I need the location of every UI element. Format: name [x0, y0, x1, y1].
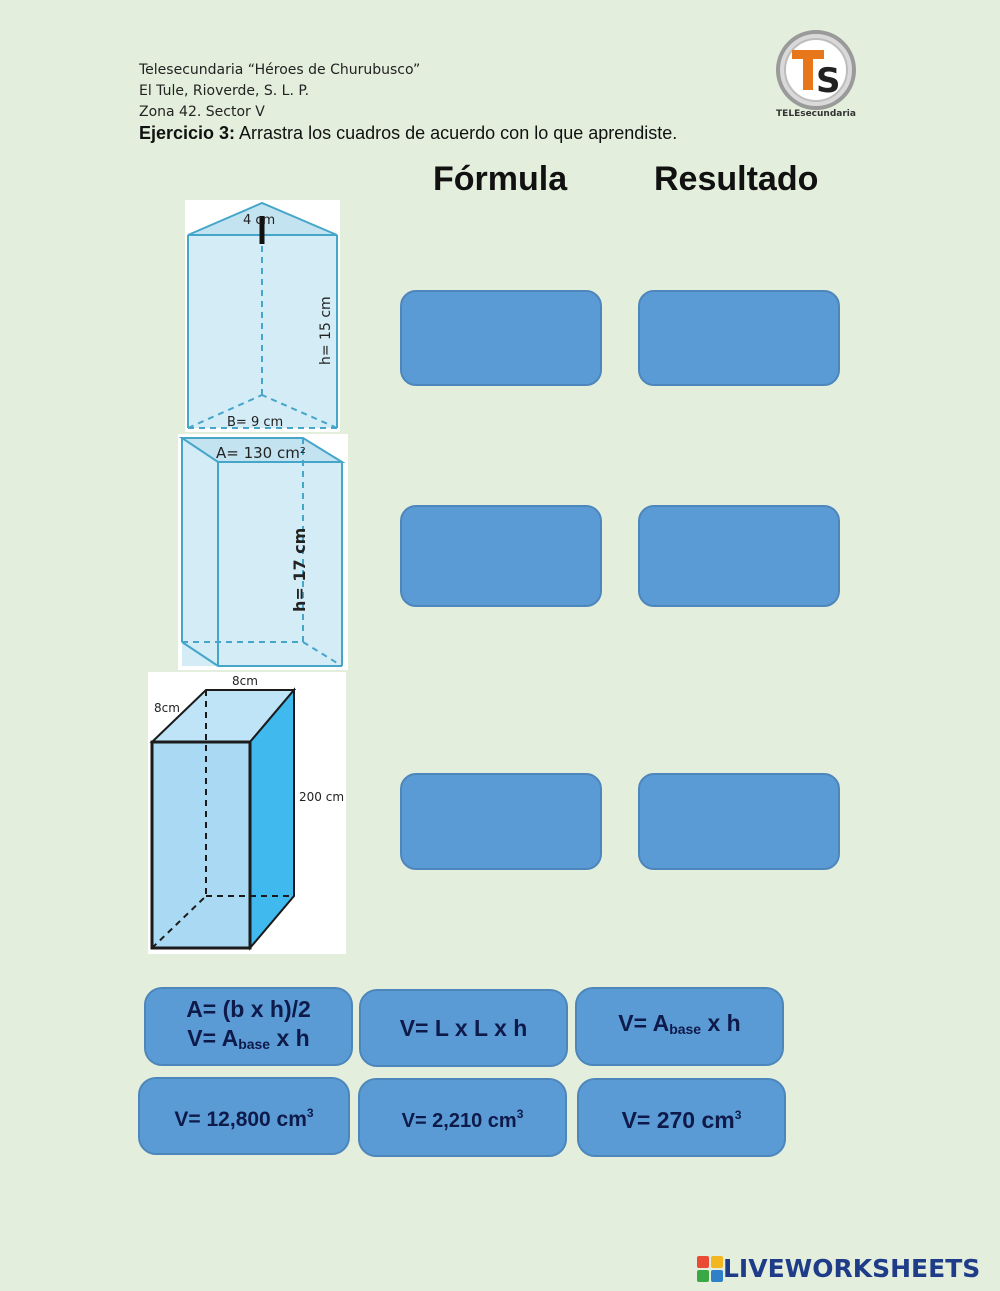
header-info: Telesecundaria “Héroes de Churubusco” El…	[139, 60, 420, 123]
drop-zone-result-3[interactable]	[638, 773, 840, 870]
card-result-12800-text: V= 12,800 cm3	[174, 1105, 314, 1131]
exercise-instruction: Ejercicio 3: Arrastra los cuadros de acu…	[139, 123, 677, 144]
exercise-label: Ejercicio 3:	[139, 123, 236, 143]
triangle-base-label: B= 9 cm	[227, 415, 283, 430]
card-formula-base[interactable]: V= Abase x h	[575, 987, 784, 1066]
card-formula-triangle-line1: A= (b x h)/2	[186, 995, 311, 1022]
square-depth-label: 8cm	[154, 701, 180, 715]
triangle-height-label: h= 15 cm	[318, 296, 334, 365]
card-result-270-text: V= 270 cm3	[621, 1106, 742, 1133]
square-width-label: 8cm	[232, 674, 258, 688]
drop-zone-result-2[interactable]	[638, 505, 840, 607]
result-column-heading: Resultado	[654, 160, 819, 198]
card-formula-triangle-line2: V= Abase x h	[187, 1024, 310, 1052]
card-formula-triangle[interactable]: A= (b x h)/2 V= Abase x h	[144, 987, 353, 1066]
drop-zone-formula-3[interactable]	[400, 773, 602, 870]
exercise-text: Arrastra los cuadros de acuerdo con lo q…	[235, 123, 678, 143]
triangle-top-label: 4 cm	[243, 213, 275, 228]
drop-zone-result-1[interactable]	[638, 290, 840, 386]
card-formula-cube[interactable]: V= L x L x h	[359, 989, 568, 1067]
card-result-12800[interactable]: V= 12,800 cm3	[138, 1077, 350, 1155]
liveworksheets-text: LIVEWORKSHEETS	[723, 1254, 981, 1283]
square-prism-figure: 8cm 8cm 200 cm	[148, 672, 346, 954]
rectangular-prism-figure: A= 130 cm² h= 17 cm	[178, 434, 348, 670]
rect-height-label: h= 17 cm	[290, 528, 309, 612]
school-name: Telesecundaria “Héroes de Churubusco”	[139, 62, 421, 78]
svg-text:S: S	[816, 61, 841, 101]
card-result-2210-text: V= 2,210 cm3	[401, 1106, 524, 1132]
square-height-label: 200 cm	[299, 790, 344, 804]
school-zone: Zona 42. Sector V	[139, 104, 265, 120]
liveworksheets-brand: LIVEWORKSHEETS	[697, 1254, 980, 1283]
logo-caption: TELEsecundaria	[776, 109, 856, 119]
drop-zone-formula-2[interactable]	[400, 505, 602, 607]
card-result-2210[interactable]: V= 2,210 cm3	[358, 1078, 567, 1157]
card-formula-cube-text: V= L x L x h	[399, 1014, 528, 1041]
telesecundaria-logo: S TELEsecundaria	[770, 28, 862, 120]
card-formula-base-text: V= Abase x h	[618, 1010, 741, 1037]
rect-area-label: A= 130 cm²	[216, 444, 306, 462]
card-result-270[interactable]: V= 270 cm3	[577, 1078, 786, 1157]
formula-column-heading: Fórmula	[433, 160, 568, 198]
drop-zone-formula-1[interactable]	[400, 290, 602, 386]
triangular-prism-figure: 4 cm h= 15 cm B= 9 cm	[185, 200, 340, 432]
liveworksheets-logo-icon	[697, 1255, 723, 1282]
school-location: El Tule, Rioverde, S. L. P.	[139, 83, 310, 99]
